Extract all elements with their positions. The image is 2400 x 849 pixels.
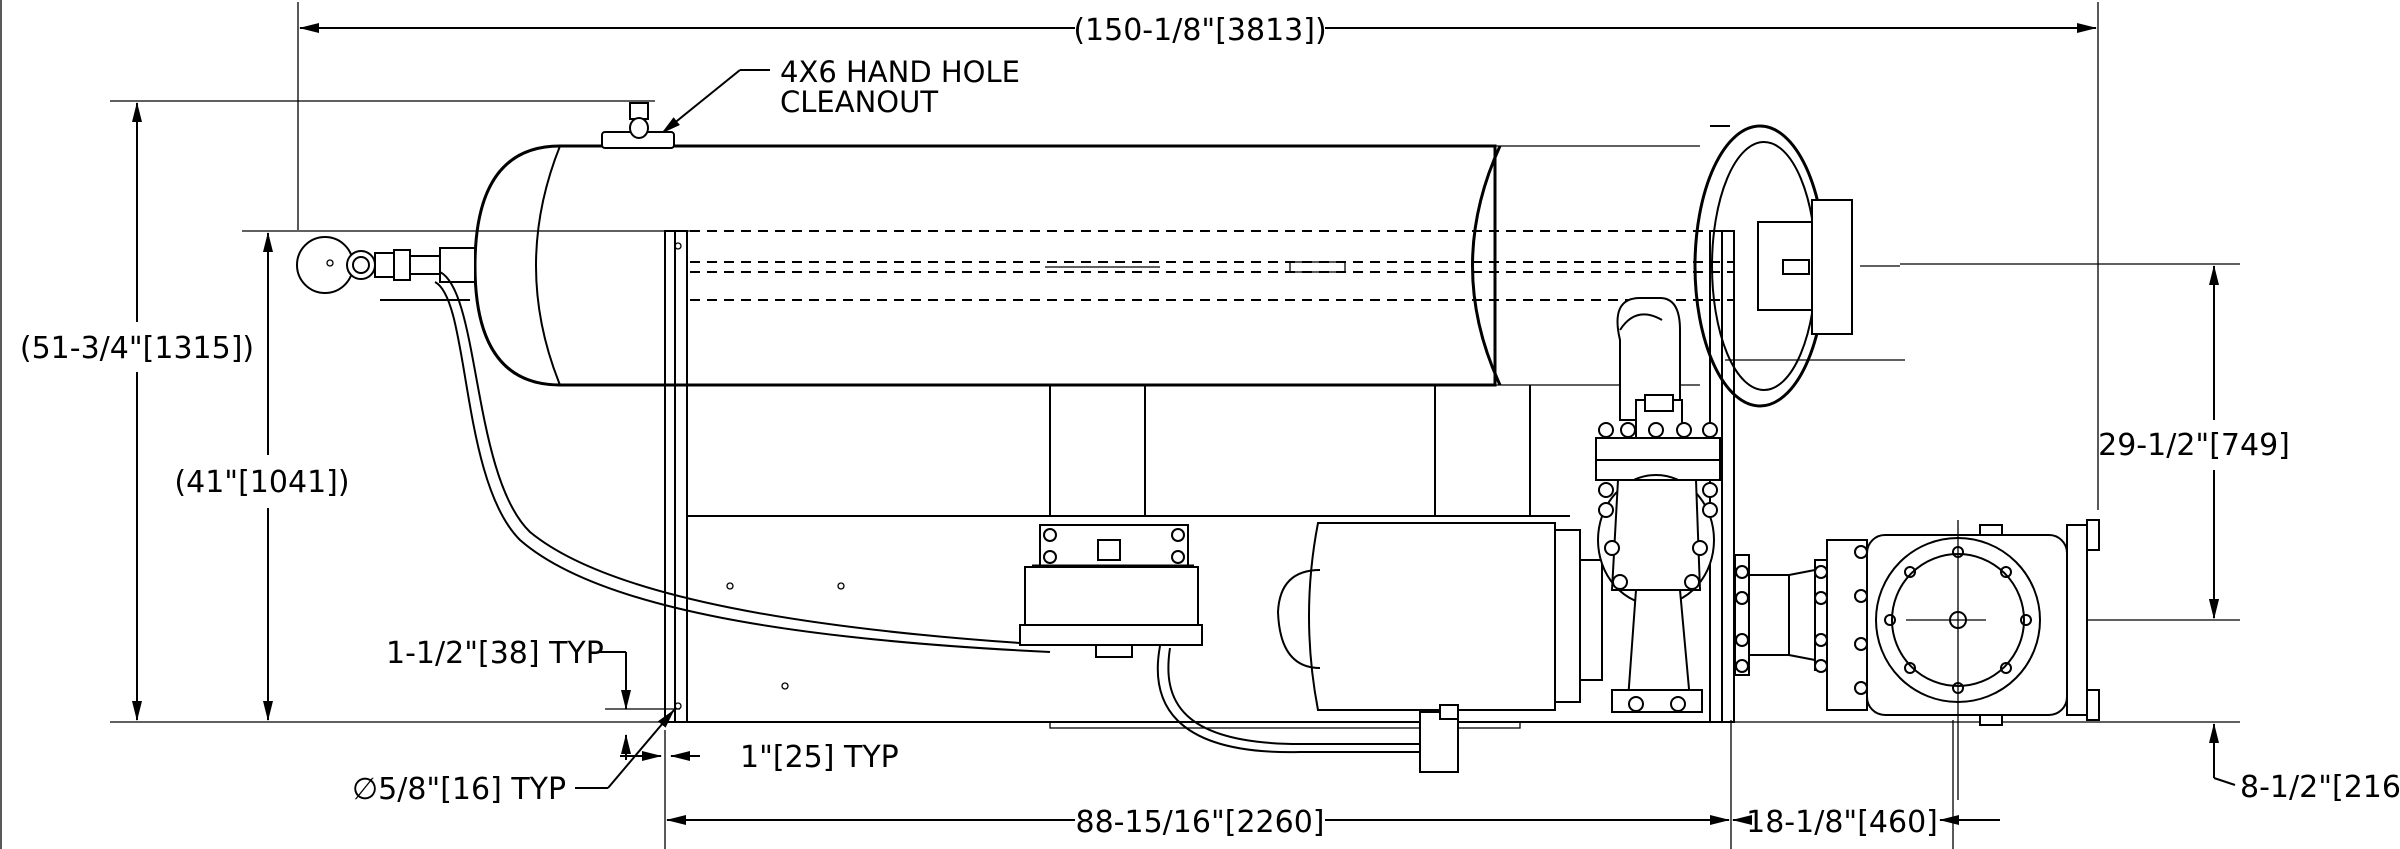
flange-bolts bbox=[1598, 422, 2032, 712]
rail-thickness-dim: 1"[25] TYP bbox=[740, 740, 899, 775]
skid-frame bbox=[664, 230, 1735, 729]
dimension-lines bbox=[132, 23, 2236, 825]
discharge-valve bbox=[1826, 519, 2100, 800]
cleanout-callout-line1: 4X6 HAND HOLE bbox=[780, 55, 1020, 89]
outlet-centerline-dim: 8-1/2"[216] bbox=[2240, 770, 2400, 805]
overall-height-dim: (51-3/4"[1315]) bbox=[20, 331, 254, 366]
hand-hole-cleanout bbox=[601, 102, 675, 149]
pump-motor bbox=[1276, 522, 1603, 773]
level-control-valve bbox=[296, 236, 476, 301]
pump-offset-dim: 18-1/8"[460] bbox=[1746, 805, 1938, 840]
overall-length-dim: (150-1/8"[3813]) bbox=[1073, 13, 1326, 48]
rail-height-dim: 1-1/2"[38] TYP bbox=[386, 636, 604, 671]
cleanout-callout-line2: CLEANOUT bbox=[780, 85, 938, 119]
frame-length-dim: 88-15/16"[2260] bbox=[1075, 805, 1324, 840]
junction-box bbox=[1019, 524, 1203, 658]
separator-tank bbox=[473, 144, 1735, 387]
outlet-height-dim: 29-1/2"[749] bbox=[2098, 428, 2290, 463]
tank-height-dim: (41"[1041]) bbox=[174, 465, 349, 500]
dimension-labels: 4X6 HAND HOLE CLEANOUT (150-1/8"[3813]) … bbox=[20, 13, 2400, 840]
tubing bbox=[434, 271, 1420, 754]
hole-diameter-dim: ∅5/8"[16] TYP bbox=[352, 772, 566, 807]
pump-body bbox=[1595, 297, 1828, 713]
tank-end-head bbox=[1693, 124, 1905, 408]
